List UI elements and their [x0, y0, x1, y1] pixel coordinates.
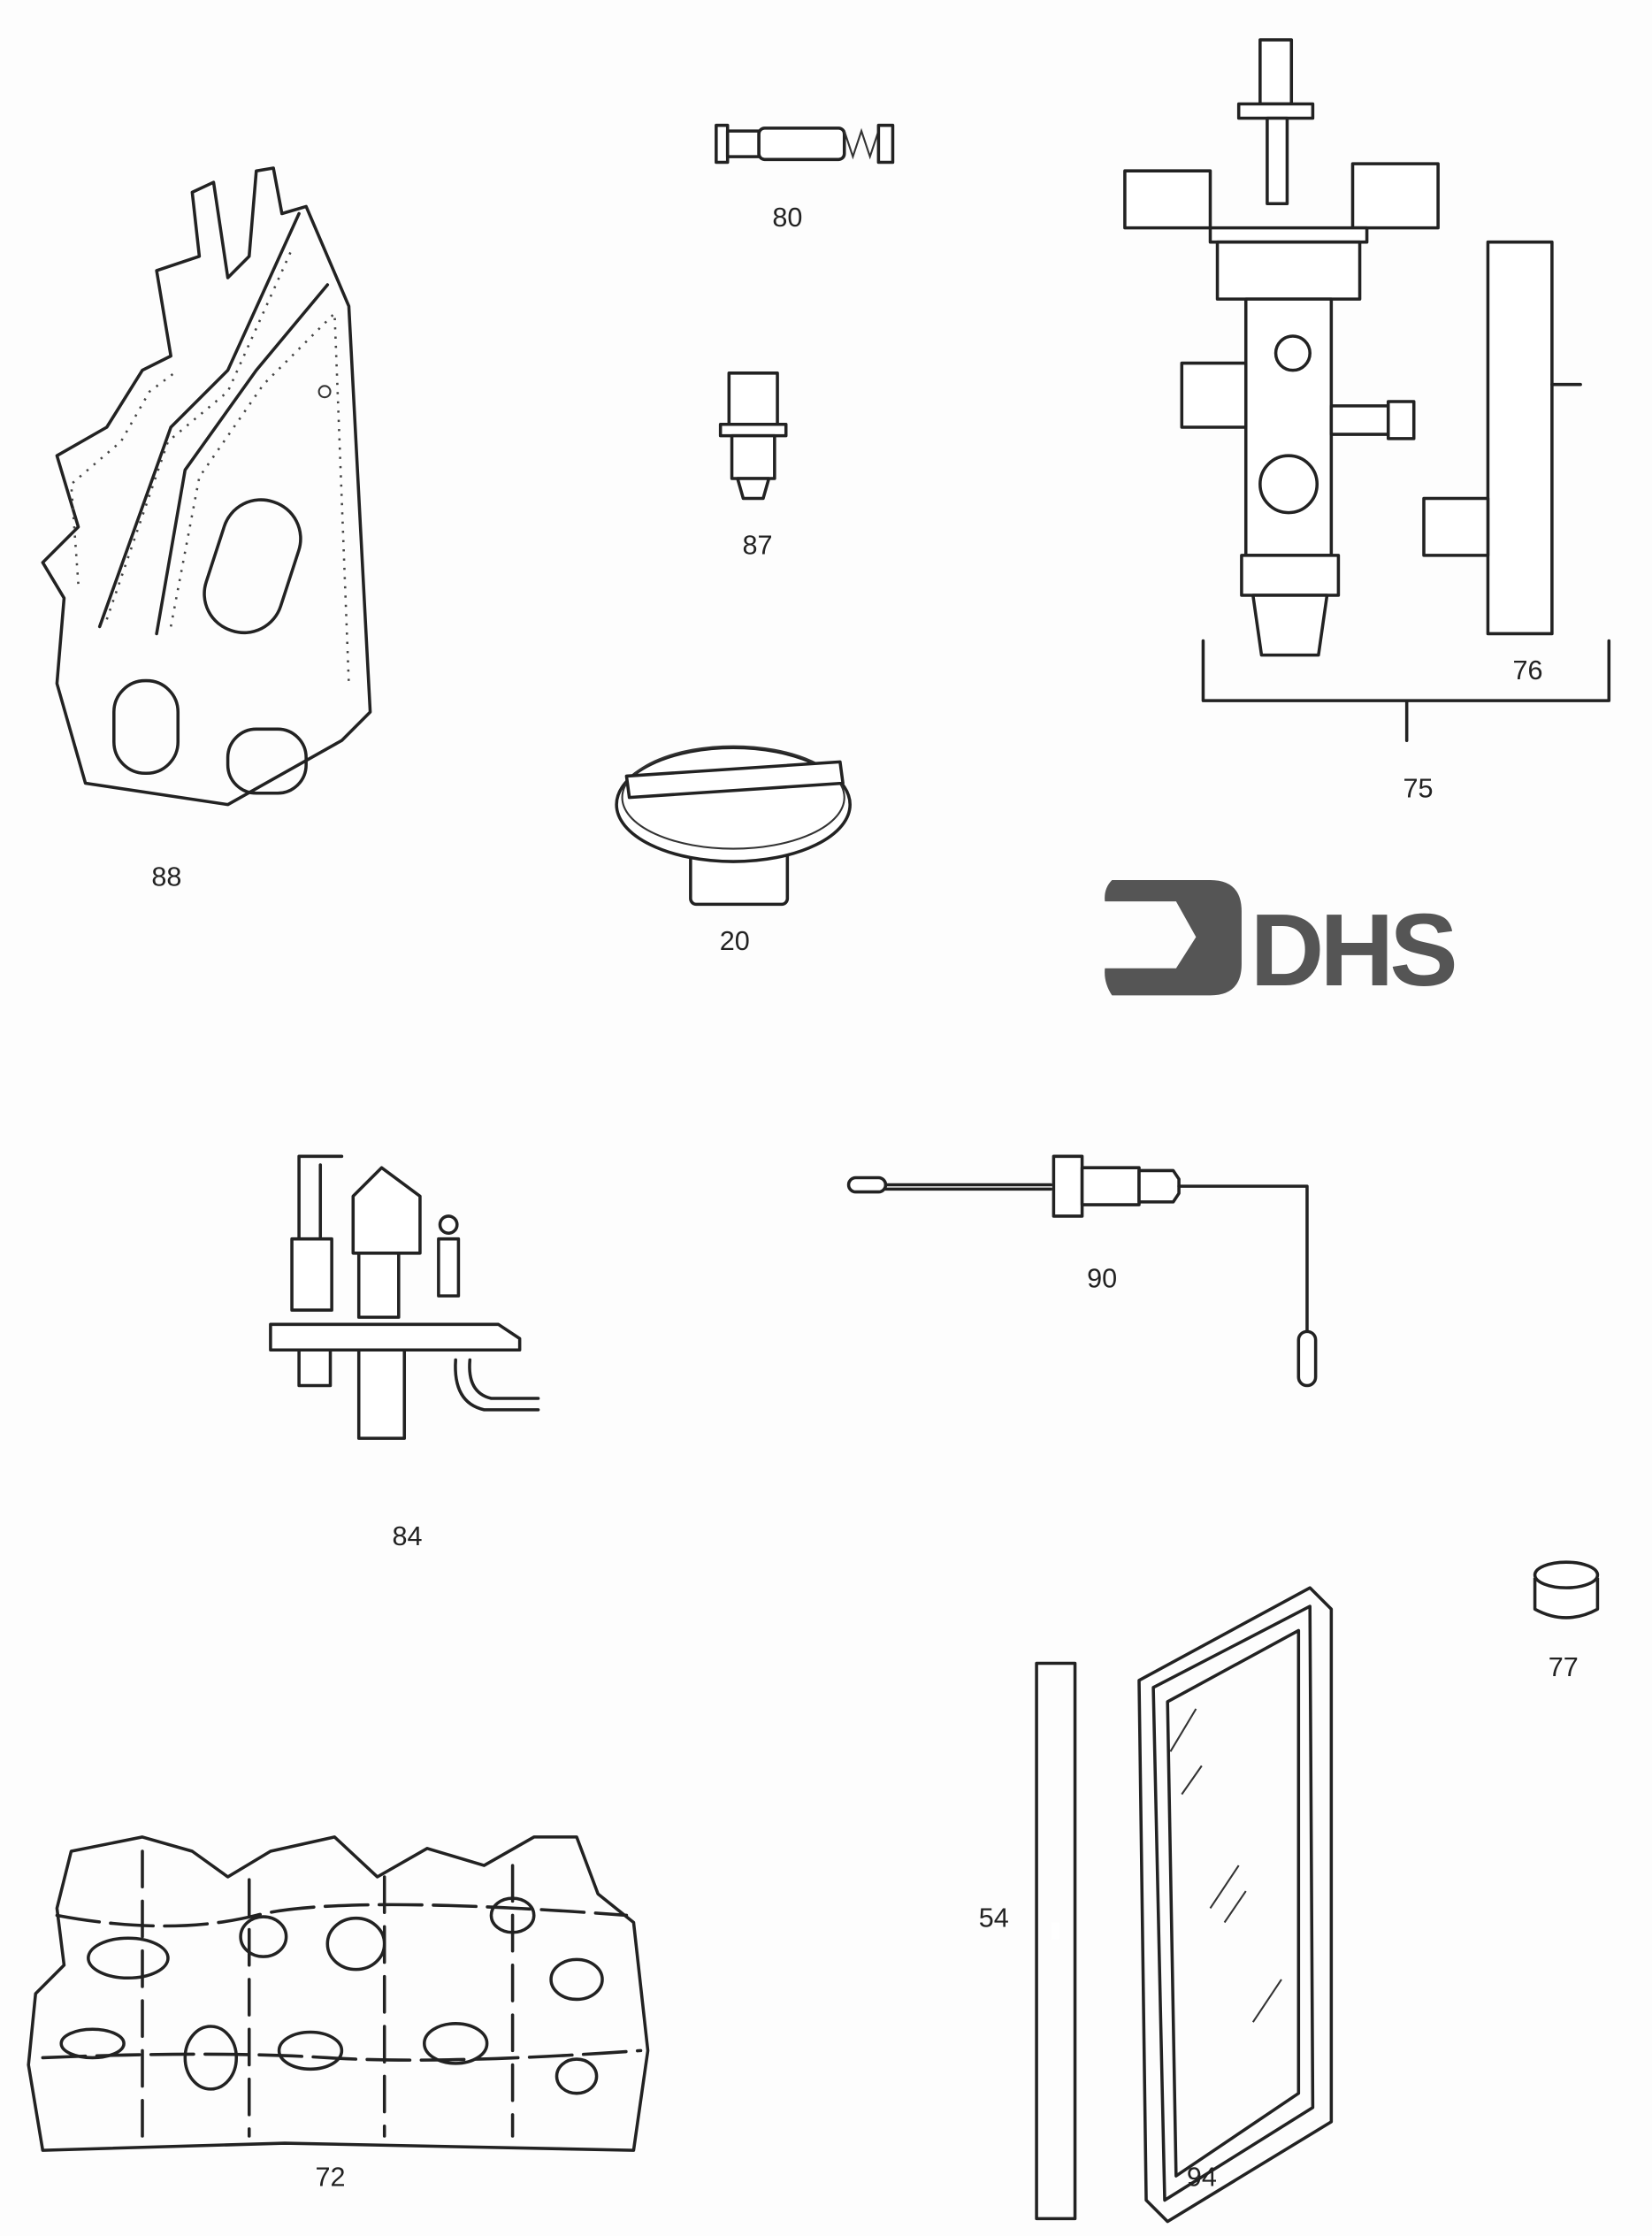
part-20-drawing	[615, 745, 852, 907]
part-90-drawing	[846, 1154, 1318, 1388]
part-80-label: 80	[772, 203, 802, 233]
part-75-label: 75	[1403, 774, 1434, 804]
part-76-label: 76	[1513, 655, 1543, 685]
part-54-drawing	[1035, 1661, 1077, 2221]
logo-text: DHS	[1250, 892, 1455, 1007]
part-90-label: 90	[1087, 1263, 1117, 1293]
part-75-drawing	[1123, 38, 1611, 742]
part-94-drawing	[27, 1835, 650, 2152]
part-87-label: 87	[743, 530, 773, 560]
part-88-label: 88	[151, 861, 181, 892]
part-87-drawing	[718, 371, 788, 501]
part-88-drawing	[41, 166, 372, 807]
part-72-label: 94	[1187, 2162, 1217, 2192]
part-77-label: 77	[1549, 1652, 1579, 1682]
part-72-drawing	[1137, 1586, 1334, 2224]
part-20-label: 20	[720, 926, 750, 956]
part-94-label: 72	[316, 2162, 346, 2192]
part-77-drawing	[1533, 1560, 1600, 1620]
part-80-drawing	[715, 123, 895, 165]
part-84-label: 84	[392, 1521, 422, 1551]
dhs-logo: DHS	[1105, 879, 1458, 1007]
part-84-drawing	[269, 1154, 540, 1440]
part-54-label: 54	[979, 1903, 1009, 1933]
